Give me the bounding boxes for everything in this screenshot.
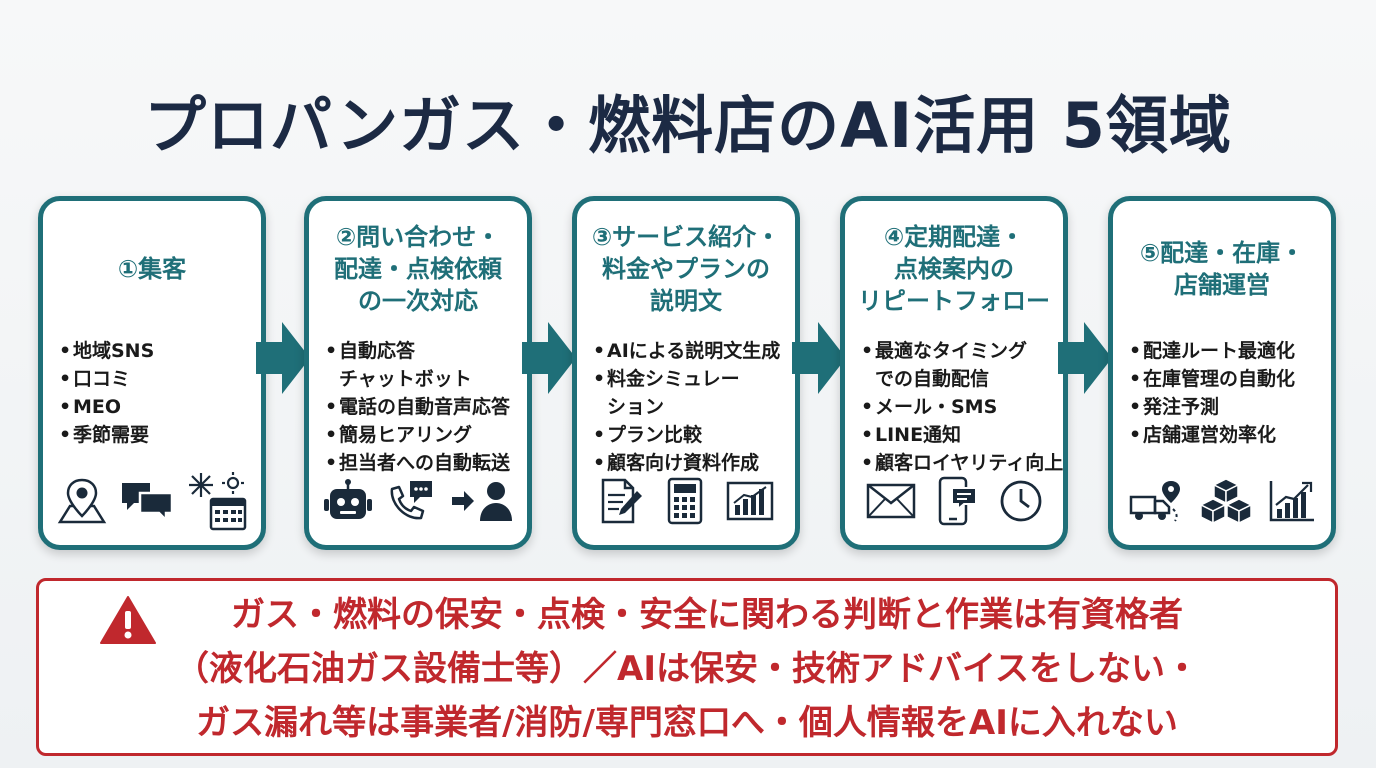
bullet-item: 配達ルート最適化 (1129, 337, 1331, 365)
card-heading-line: ③サービス紹介・ (591, 222, 781, 251)
safety-notice: ガス・燃料の保安・点検・安全に関わる判断と作業は有資格者 （液化石油ガス設備士等… (36, 578, 1338, 756)
warning-triangle-icon (100, 596, 156, 644)
card-heading-line: 料金やプランの (602, 254, 770, 283)
bullet-item: 自動応答 (325, 337, 527, 365)
card-heading: ②問い合わせ・ 配達・点検依頼 の一次対応 (309, 211, 527, 326)
bullet-item: 簡易ヒアリング (325, 421, 527, 449)
card-heading-line: ④定期配達・ (883, 222, 1025, 251)
page-title: プロパンガス・燃料店のAI活用 5領域 (144, 89, 1232, 162)
bullet-item: 地域SNS (59, 337, 261, 365)
flow-arrow (256, 322, 310, 394)
card-store-operations: ⑤配達・在庫・ 店舗運営 配達ルート最適化 在庫管理の自動化 発注予測 店舗運営… (1108, 196, 1336, 550)
robot-icon (323, 479, 372, 519)
card-first-response: ②問い合わせ・ 配達・点検依頼 の一次対応 自動応答 チャットボット 電話の自動… (304, 196, 532, 550)
card-heading: ④定期配達・ 点検案内の リピートフォロー (845, 211, 1063, 326)
boxes-icon (1200, 478, 1252, 525)
card-icons (309, 471, 527, 531)
envelope-icon (866, 483, 915, 519)
notice-line: ガス漏れ等は事業者/消防/専門窓口へ・個人情報をAIに入れない (196, 703, 1178, 743)
bullet-item: 店舗運営効率化 (1129, 421, 1331, 449)
card-icons (577, 471, 795, 531)
card-bullet-list: 最適なタイミング での自動配信 メール・SMS LINE通知 顧客ロイヤリティ向… (861, 337, 1063, 477)
card-bullet-list: 自動応答 チャットボット 電話の自動音声応答 簡易ヒアリング 担当者への自動転送 (325, 337, 527, 477)
snowflake-sun-calendar-icon (188, 472, 246, 531)
bullet-item: 最適なタイミング (861, 337, 1063, 365)
card-heading-line: ⑤配達・在庫・ (1139, 238, 1305, 267)
card-bullet-list: AIによる説明文生成 料金シミュレー ション プラン比較 顧客向け資料作成 (593, 337, 795, 477)
bullet-item: 季節需要 (59, 421, 261, 449)
card-bullet-list: 配達ルート最適化 在庫管理の自動化 発注予測 店舗運営効率化 (1129, 337, 1331, 449)
card-heading-line: ①集客 (117, 254, 187, 283)
notice-line: （液化石油ガス設備士等）／AIは保安・技術アドバイスをしない・ (175, 649, 1199, 689)
bullet-item: 担当者への自動転送 (325, 449, 527, 477)
card-heading-line: 説明文 (650, 286, 722, 315)
flow-arrow (522, 322, 576, 394)
chat-bubbles-icon (122, 483, 174, 523)
card-icons (43, 471, 261, 531)
phone-chat-icon (390, 481, 432, 520)
bullet-item: 顧客向け資料作成 (593, 449, 795, 477)
card-attract-customers: ①集客 地域SNS 口コミ MEO 季節需要 (38, 196, 266, 550)
map-pin-icon (57, 478, 106, 524)
card-repeat-follow: ④定期配達・ 点検案内の リピートフォロー 最適なタイミング での自動配信 メー… (840, 196, 1068, 550)
bullet-item: 在庫管理の自動化 (1129, 365, 1331, 393)
bullet-item: 顧客ロイヤリティ向上 (861, 449, 1063, 477)
bullet-item: 発注予測 (1129, 393, 1331, 421)
card-bullet-list: 地域SNS 口コミ MEO 季節需要 (59, 337, 261, 449)
card-heading-line: 点検案内の (894, 254, 1014, 283)
card-icons (845, 471, 1063, 531)
notice-line: ガス・燃料の保安・点検・安全に関わる判断と作業は有資格者 (231, 595, 1183, 635)
flow-arrow (1058, 322, 1112, 394)
card-service-explanation: ③サービス紹介・ 料金やプランの 説明文 AIによる説明文生成 料金シミュレー … (572, 196, 800, 550)
card-heading-line: の一次対応 (358, 286, 478, 315)
card-heading: ①集客 (43, 211, 261, 326)
bar-chart-icon (726, 481, 773, 521)
clock-icon (1000, 480, 1041, 522)
bullet-item: プラン比較 (593, 421, 795, 449)
flow-arrow (792, 322, 846, 394)
bullet-item: 電話の自動音声応答 (325, 393, 527, 421)
bullet-item: ション (607, 396, 665, 418)
bullet-item: MEO (59, 393, 261, 421)
smartphone-message-icon (938, 476, 977, 526)
bullet-item: LINE通知 (861, 421, 1063, 449)
card-heading: ③サービス紹介・ 料金やプランの 説明文 (577, 211, 795, 326)
bullet-item: での自動配信 (875, 368, 990, 390)
card-heading-line: 配達・点検依頼 (334, 254, 502, 283)
growth-chart-icon (1269, 481, 1314, 522)
document-pen-icon (601, 478, 642, 524)
bullet-item: AIによる説明文生成 (593, 337, 795, 365)
card-heading-line: 店舗運営 (1174, 270, 1270, 299)
bullet-item: チャットボット (339, 368, 472, 390)
delivery-truck-route-icon (1129, 481, 1180, 522)
calculator-icon (667, 477, 703, 525)
card-icons (1113, 471, 1331, 531)
bullet-item: 料金シミュレー (593, 365, 795, 393)
bullet-item: 口コミ (59, 365, 261, 393)
card-heading: ⑤配達・在庫・ 店舗運営 (1113, 211, 1331, 326)
card-heading-line: ②問い合わせ・ (335, 222, 501, 251)
process-cards: ①集客 地域SNS 口コミ MEO 季節需要 (0, 0, 1376, 560)
transfer-person-icon (451, 482, 512, 521)
card-heading-line: リピートフォロー (858, 286, 1050, 315)
bullet-item: メール・SMS (861, 393, 1063, 421)
